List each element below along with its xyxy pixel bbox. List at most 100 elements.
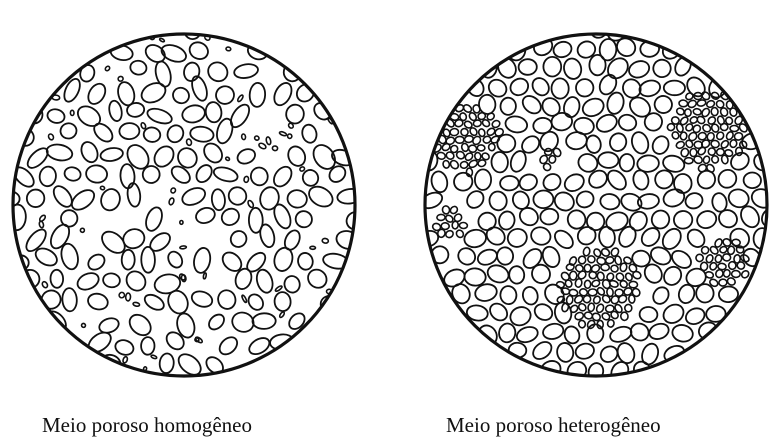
grain [86, 292, 109, 312]
grain [182, 20, 202, 41]
fine-grain [693, 108, 702, 116]
grain [163, 329, 187, 353]
fine-grain [578, 256, 587, 265]
grain [589, 55, 606, 76]
grain [628, 320, 652, 344]
fine-grain [587, 255, 596, 264]
grain [650, 284, 672, 306]
grain [249, 83, 266, 108]
grain [193, 162, 215, 185]
fine-grain [491, 119, 501, 129]
grain [138, 79, 168, 106]
small-grain [80, 228, 85, 233]
fine-grain [569, 271, 577, 280]
grain [598, 226, 616, 249]
fine-grain [459, 222, 467, 229]
grain [683, 191, 704, 211]
grain [533, 190, 554, 208]
grain [254, 268, 275, 295]
grain [521, 285, 539, 306]
grain [532, 301, 555, 323]
fine-grain [460, 161, 469, 169]
grain [515, 324, 540, 344]
fine-grain [455, 229, 465, 239]
grain [616, 224, 639, 250]
grain [562, 57, 583, 81]
grain [165, 249, 185, 270]
grain [541, 322, 565, 341]
grain [726, 225, 753, 252]
fine-grain [468, 145, 477, 153]
fine-grain [474, 152, 481, 160]
grain [496, 247, 514, 266]
grain [598, 152, 619, 169]
grain [120, 164, 136, 189]
grain [78, 63, 96, 83]
grain [141, 247, 155, 273]
grain [285, 104, 305, 125]
fine-grain [684, 158, 693, 164]
grain [529, 225, 553, 248]
grain [728, 149, 753, 173]
grain [74, 102, 104, 130]
grain [102, 272, 121, 288]
small-grain [279, 311, 285, 318]
grain [518, 59, 537, 75]
grain [225, 184, 250, 209]
grain [652, 93, 675, 115]
grain [336, 187, 363, 205]
grain [211, 189, 226, 211]
small-grain [104, 65, 110, 71]
fine-grain [449, 159, 460, 170]
grain [718, 286, 738, 303]
grain [464, 268, 486, 287]
fine-grain [437, 214, 446, 220]
grain [283, 274, 302, 294]
small-grain [100, 186, 105, 190]
small-grain [168, 197, 175, 205]
grain [562, 95, 582, 118]
grain [530, 338, 555, 362]
grain [556, 342, 575, 364]
grain [159, 353, 175, 374]
fine-grain [676, 107, 686, 116]
fine-grain [445, 229, 455, 239]
grain [8, 204, 27, 231]
fine-grain [731, 270, 740, 277]
small-grain [122, 356, 128, 363]
grain [98, 186, 122, 212]
grain [147, 230, 173, 255]
fine-grain [685, 92, 695, 101]
grain [565, 131, 588, 150]
grain [212, 165, 239, 184]
grain [326, 163, 348, 185]
grain [305, 183, 336, 211]
grain [575, 78, 594, 97]
grain [141, 337, 155, 355]
grain [674, 174, 692, 193]
grain [430, 170, 450, 194]
grain [587, 324, 604, 343]
fine-grain [714, 254, 722, 263]
grain [126, 311, 155, 340]
grain [334, 228, 361, 251]
fine-grain [720, 123, 728, 131]
fine-grain [596, 271, 604, 281]
fine-grain [442, 205, 451, 214]
grain [274, 291, 292, 311]
fine-grain [705, 163, 715, 174]
small-grain [279, 131, 287, 137]
fine-grain [700, 262, 708, 271]
grain [85, 81, 109, 107]
small-grain [81, 323, 86, 328]
small-grain [180, 221, 183, 225]
fine-grain [707, 147, 716, 156]
small-grain [170, 187, 176, 194]
grain [122, 250, 135, 270]
grain [669, 247, 695, 271]
grain [246, 291, 267, 312]
small-grain [266, 137, 272, 146]
grain [650, 134, 672, 157]
grain [504, 115, 528, 135]
fine-grain [566, 263, 575, 271]
